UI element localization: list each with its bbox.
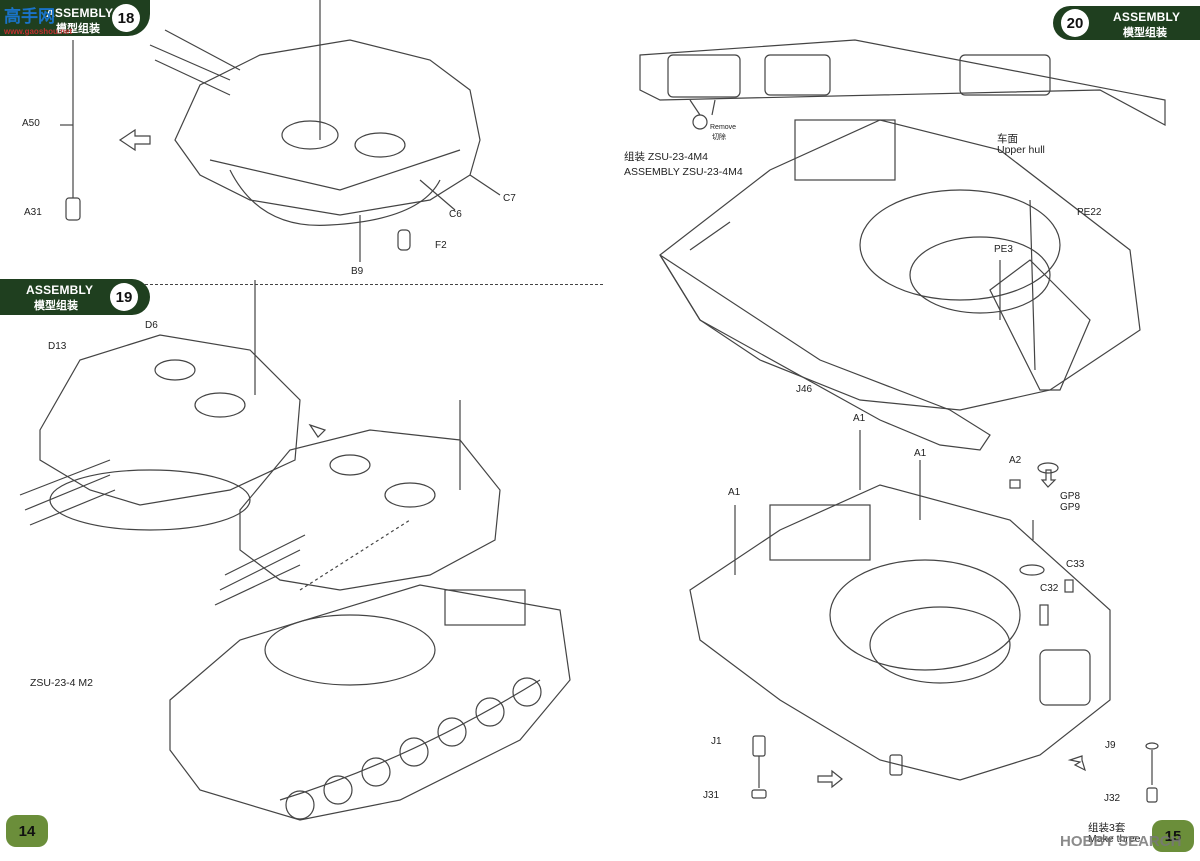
page-number-left: 14 bbox=[6, 815, 48, 847]
watermark-hobbysearch: HOBBY SEARCH bbox=[1060, 833, 1182, 850]
step-18-header: ASSEMBLY 模型组装 18 bbox=[0, 0, 150, 36]
make-sets-cn: 组装3套 bbox=[1088, 822, 1126, 834]
label-a50: A50 bbox=[22, 118, 40, 129]
label-pe3: PE3 bbox=[994, 244, 1013, 255]
label-a1-left: A1 bbox=[728, 487, 741, 498]
label-a1-mid: A1 bbox=[853, 413, 866, 424]
upper-hull-cn: 车面 bbox=[997, 133, 1018, 145]
variant-label: ZSU-23-4 M2 bbox=[30, 677, 94, 689]
step-19-title-cn: 模型组装 bbox=[34, 300, 78, 312]
assembly-variant-cn: 组装 ZSU-23-4M4 bbox=[624, 151, 709, 163]
remove-label-en: Remove bbox=[710, 124, 737, 131]
upper-hull-en: Upper hull bbox=[997, 144, 1045, 156]
label-c6: C6 bbox=[449, 209, 462, 220]
watermark-logo: 高手网 www.gaoshou.net bbox=[4, 2, 72, 36]
label-f2: F2 bbox=[435, 240, 447, 251]
watermark-logo-text: 高手网 bbox=[4, 7, 55, 26]
step-20-title-cn: 模型组装 bbox=[1123, 27, 1167, 39]
step-19-title-en: ASSEMBLY bbox=[26, 283, 94, 297]
label-gp9: GP9 bbox=[1060, 502, 1081, 513]
watermark-url: www.gaoshou.net bbox=[4, 27, 73, 36]
label-d6: D6 bbox=[145, 320, 158, 331]
label-c7: C7 bbox=[503, 193, 516, 204]
make-sets-en: Make three bbox=[1088, 833, 1141, 845]
step-divider bbox=[5, 284, 603, 285]
step-19-header: ASSEMBLY 模型组装 19 bbox=[0, 279, 150, 315]
step-18-title-en: ASSEMBLY bbox=[46, 6, 114, 20]
label-j1: J1 bbox=[711, 736, 722, 747]
label-a2: A2 bbox=[1009, 455, 1022, 466]
label-d13: D13 bbox=[48, 341, 67, 352]
step-18-number: 18 bbox=[112, 4, 140, 32]
step-20-title-en: ASSEMBLY bbox=[1113, 10, 1181, 24]
label-pe22: PE22 bbox=[1077, 207, 1102, 218]
step-19-number: 19 bbox=[110, 283, 138, 311]
label-c32: C32 bbox=[1040, 583, 1059, 594]
label-c33: C33 bbox=[1066, 559, 1085, 570]
assembly-variant-en: ASSEMBLY ZSU-23-4M4 bbox=[624, 166, 743, 178]
label-a31: A31 bbox=[24, 207, 42, 218]
label-j9: J9 bbox=[1105, 740, 1116, 751]
step-18-title-cn: 模型组装 bbox=[56, 23, 100, 35]
label-gp8: GP8 bbox=[1060, 491, 1081, 502]
label-j31: J31 bbox=[703, 790, 720, 801]
step-20-header: 20 ASSEMBLY 模型组装 bbox=[1053, 6, 1200, 40]
label-a1-right: A1 bbox=[914, 448, 927, 459]
label-j46: J46 bbox=[796, 384, 813, 395]
label-b9: B9 bbox=[351, 266, 364, 277]
remove-label-cn: 切除 bbox=[712, 134, 726, 141]
label-j32: J32 bbox=[1104, 793, 1121, 804]
page-number-right: 15 bbox=[1152, 820, 1194, 852]
step-20-number: 20 bbox=[1061, 9, 1089, 37]
